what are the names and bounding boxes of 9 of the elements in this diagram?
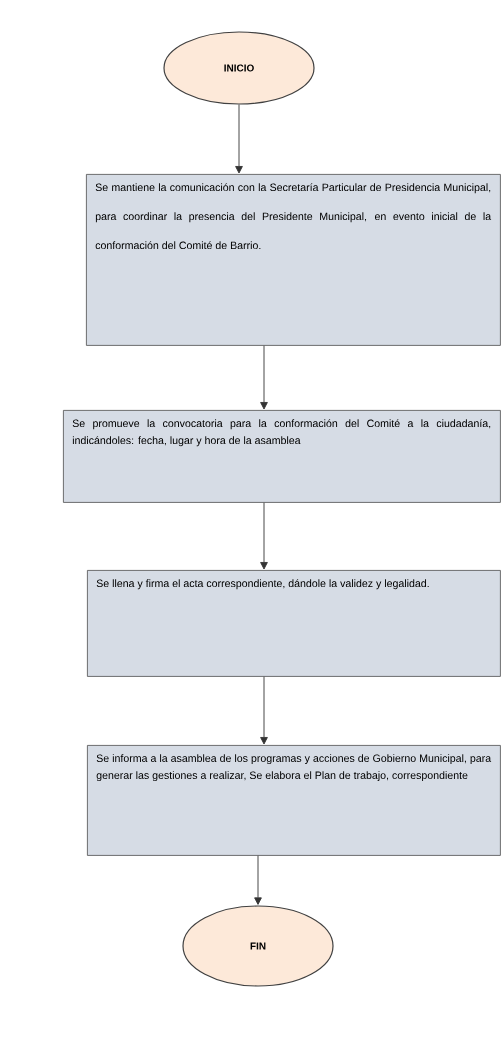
arrow [260, 676, 268, 745]
arrow [260, 502, 268, 570]
process-box: Se informa a la asamblea de los programas y acciones de Gobierno Municipal, para generar las gestiones a realizar, Se elabora el Plan de trabajo, correspondiente [87, 745, 501, 856]
process-box: Se llena y firma el acta correspondiente, dándole la validez y legalidad. [87, 570, 501, 677]
arrow [260, 345, 268, 410]
process-box: Se mantiene la comunicación con la Secretaría Particular de Presidencia Municipal, para coordinar la presencia del Presidente Municipal, en evento inicial de la conformación del Comité de Barrio. [86, 174, 501, 346]
process-box: Se promueve la convocatoria para la conformación del Comité a la ciudadanía, indicándoles: fecha, lugar y hora de la asamblea [63, 410, 501, 503]
arrow [254, 855, 262, 905]
arrow [235, 104, 243, 174]
